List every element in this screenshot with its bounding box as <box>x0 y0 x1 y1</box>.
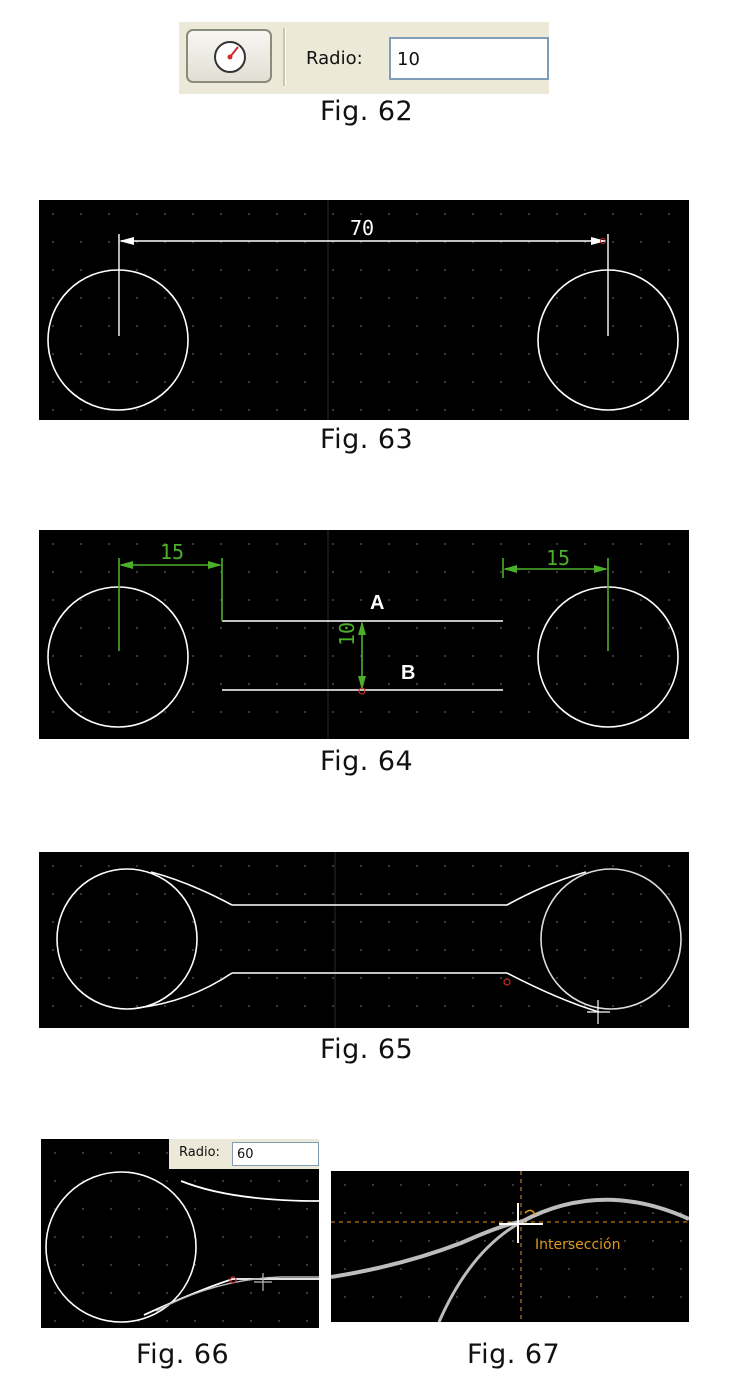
circle-radius-icon <box>214 41 246 73</box>
toolbar-separator <box>283 28 286 86</box>
cad-canvas-fig65 <box>39 852 689 1028</box>
intersection-snap-icon <box>524 1209 536 1216</box>
figure-caption-66: Fig. 66 <box>136 1339 230 1370</box>
cad-canvas-fig63: 70 <box>39 200 689 420</box>
figure-caption-67: Fig. 67 <box>467 1339 561 1370</box>
circle-left <box>56 868 198 1010</box>
figure-caption-65: Fig. 65 <box>320 1034 414 1065</box>
radius-label: Radio: <box>179 1145 220 1160</box>
circle-left <box>47 269 189 411</box>
dimension-text-right-15: 15 <box>546 546 571 570</box>
figure-caption-63: Fig. 63 <box>320 424 414 455</box>
figure-caption-62: Fig. 62 <box>320 96 414 127</box>
dimension-text-70: 70 <box>350 216 375 240</box>
circle-tool-button[interactable] <box>186 29 272 83</box>
radius-input[interactable]: 60 <box>232 1142 319 1166</box>
radius-label: Radio: <box>306 48 363 69</box>
radius-toolbar: Radio: 60 <box>169 1139 319 1169</box>
figure-caption-64: Fig. 64 <box>320 746 414 777</box>
dimension-text-vertical-10: 10 <box>335 621 359 646</box>
crosshair-cursor-icon <box>254 1273 272 1291</box>
label-b: B <box>401 662 416 684</box>
label-a: A <box>370 592 385 614</box>
crosshair-cursor-icon <box>499 1203 543 1243</box>
cad-canvas-fig66: Radio: 60 <box>41 1139 319 1328</box>
circle-right <box>540 868 682 1010</box>
radius-toolbar: Radio: 10 <box>179 22 549 94</box>
snap-tooltip: Intersección <box>535 1237 621 1253</box>
circle-left <box>45 1171 197 1323</box>
crosshair-cursor-icon <box>587 1000 610 1024</box>
circle-left <box>47 586 189 728</box>
cad-canvas-fig67: Intersección <box>331 1171 689 1322</box>
radius-input[interactable]: 10 <box>389 37 549 80</box>
cad-canvas-fig64: 15 15 10 A B <box>39 530 689 739</box>
dimension-text-left-15: 15 <box>160 540 185 564</box>
